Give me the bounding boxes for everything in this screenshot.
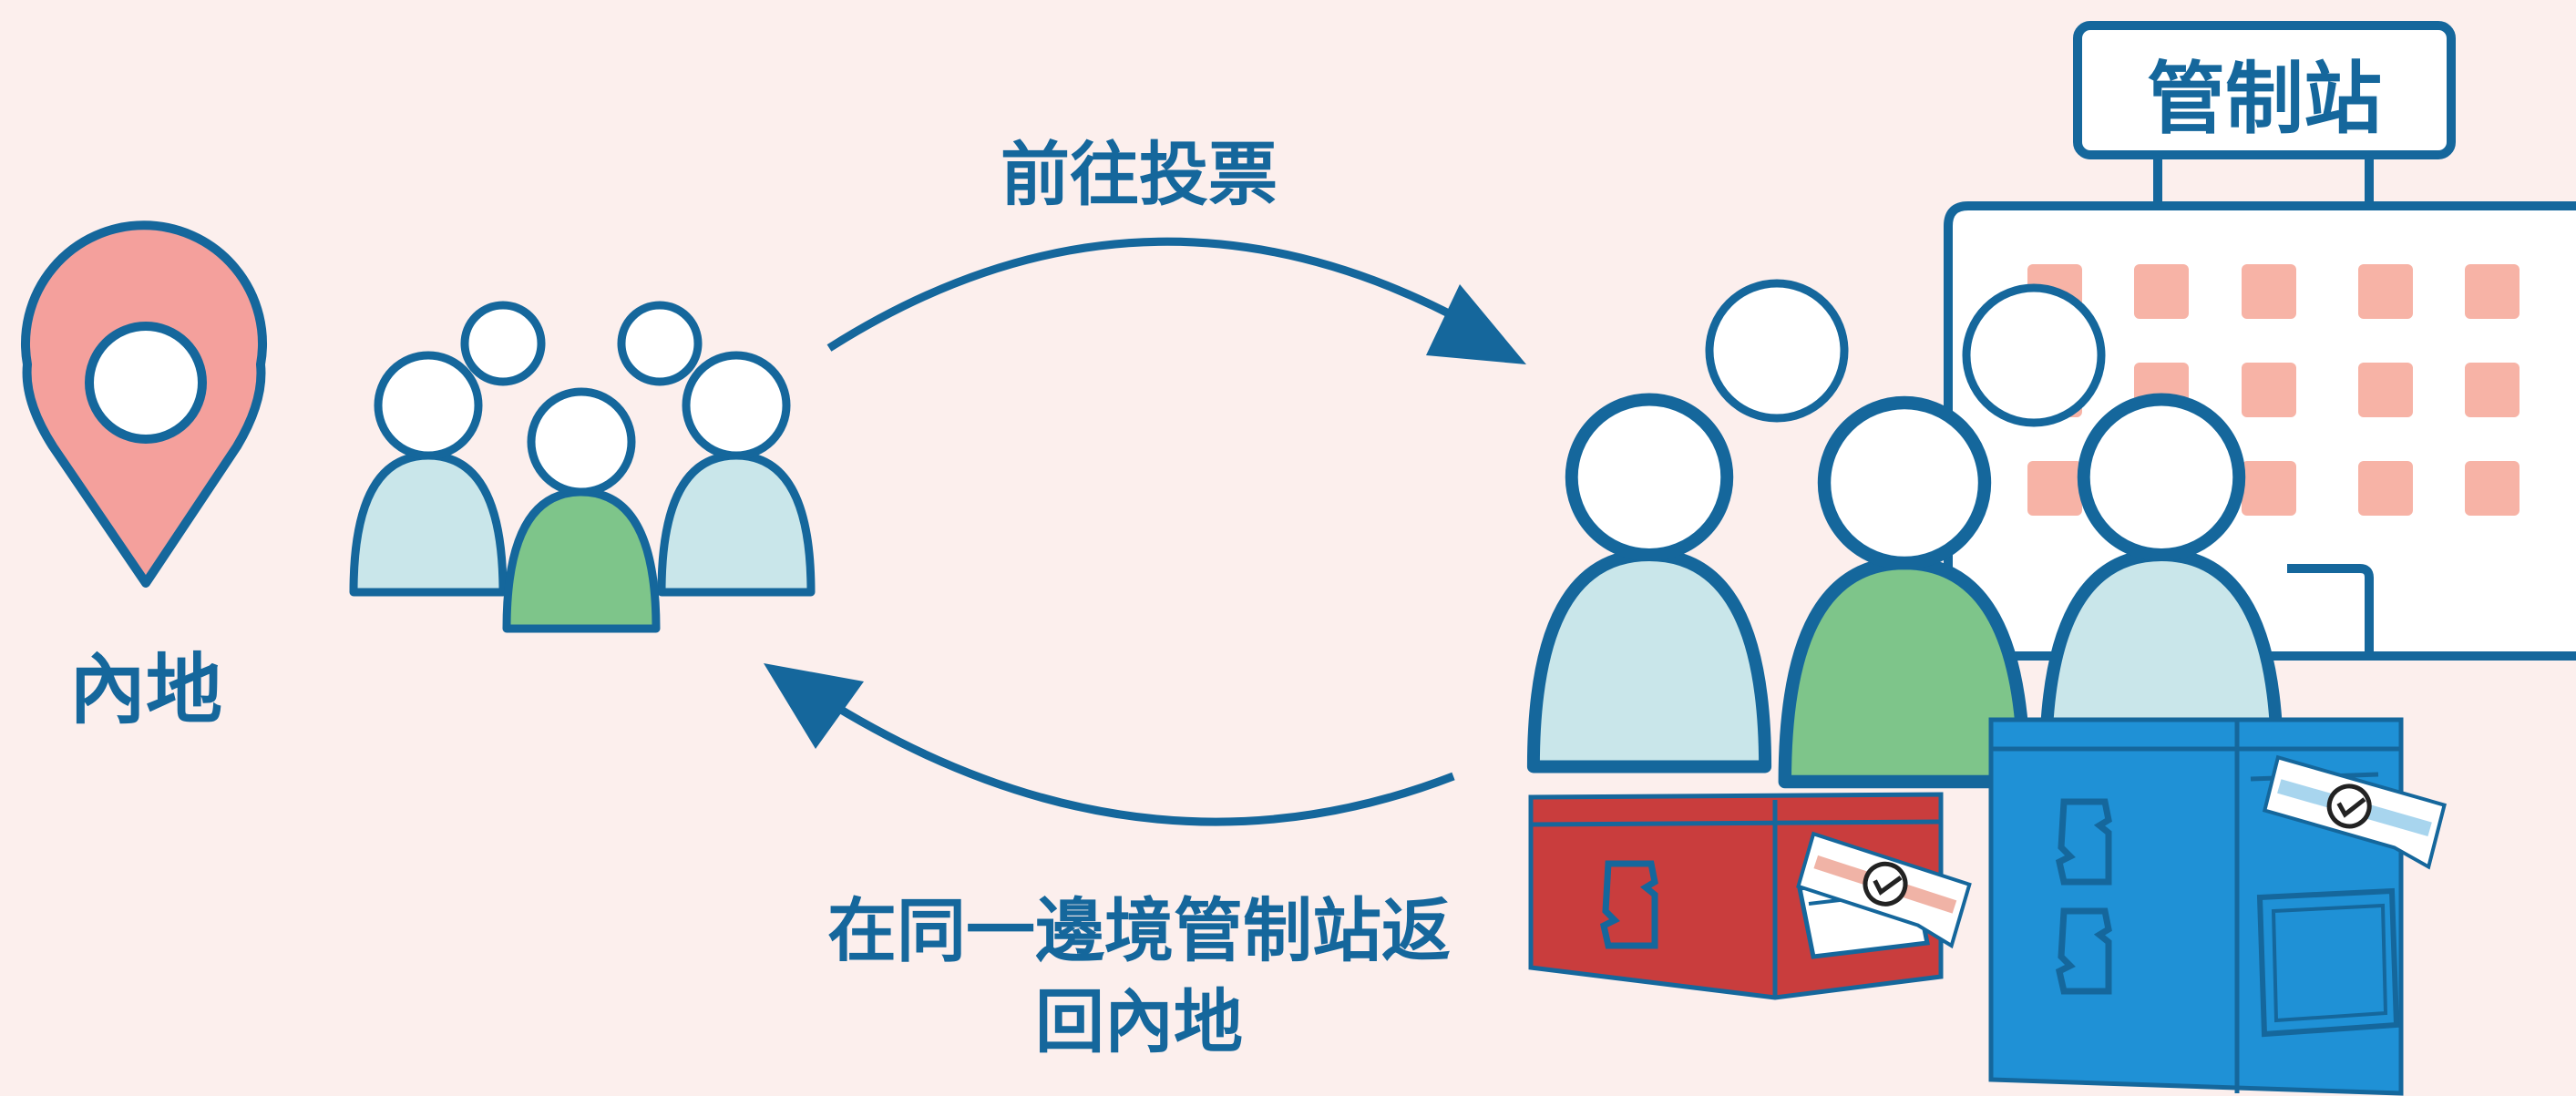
ballot-box-icon [1528, 792, 1972, 1000]
checkpoint-sign-text: 管制站 [2147, 53, 2382, 145]
return-label-line-2: 回內地 [1035, 981, 1243, 1062]
origin-label: 內地 [68, 645, 222, 734]
location-pin-icon [21, 220, 267, 588]
return-label-line-1: 在同一邊境管制站返 [827, 890, 1451, 971]
return-label: 在同一邊境管制站返 回內地 [793, 886, 1485, 1068]
person-figure [662, 355, 811, 592]
arrow-return [764, 663, 1455, 826]
person-figure [507, 392, 656, 629]
ballot-box-icon [1988, 717, 2447, 1096]
person-figure [1534, 400, 1765, 767]
arrow-to-vote [826, 237, 1526, 364]
person-figure [354, 355, 503, 592]
go-vote-label: 前往投票 [1001, 134, 1278, 215]
people-group-icon [354, 301, 811, 629]
checkpoint-building-icon [1944, 21, 2576, 661]
people-group-icon [1534, 279, 2277, 782]
